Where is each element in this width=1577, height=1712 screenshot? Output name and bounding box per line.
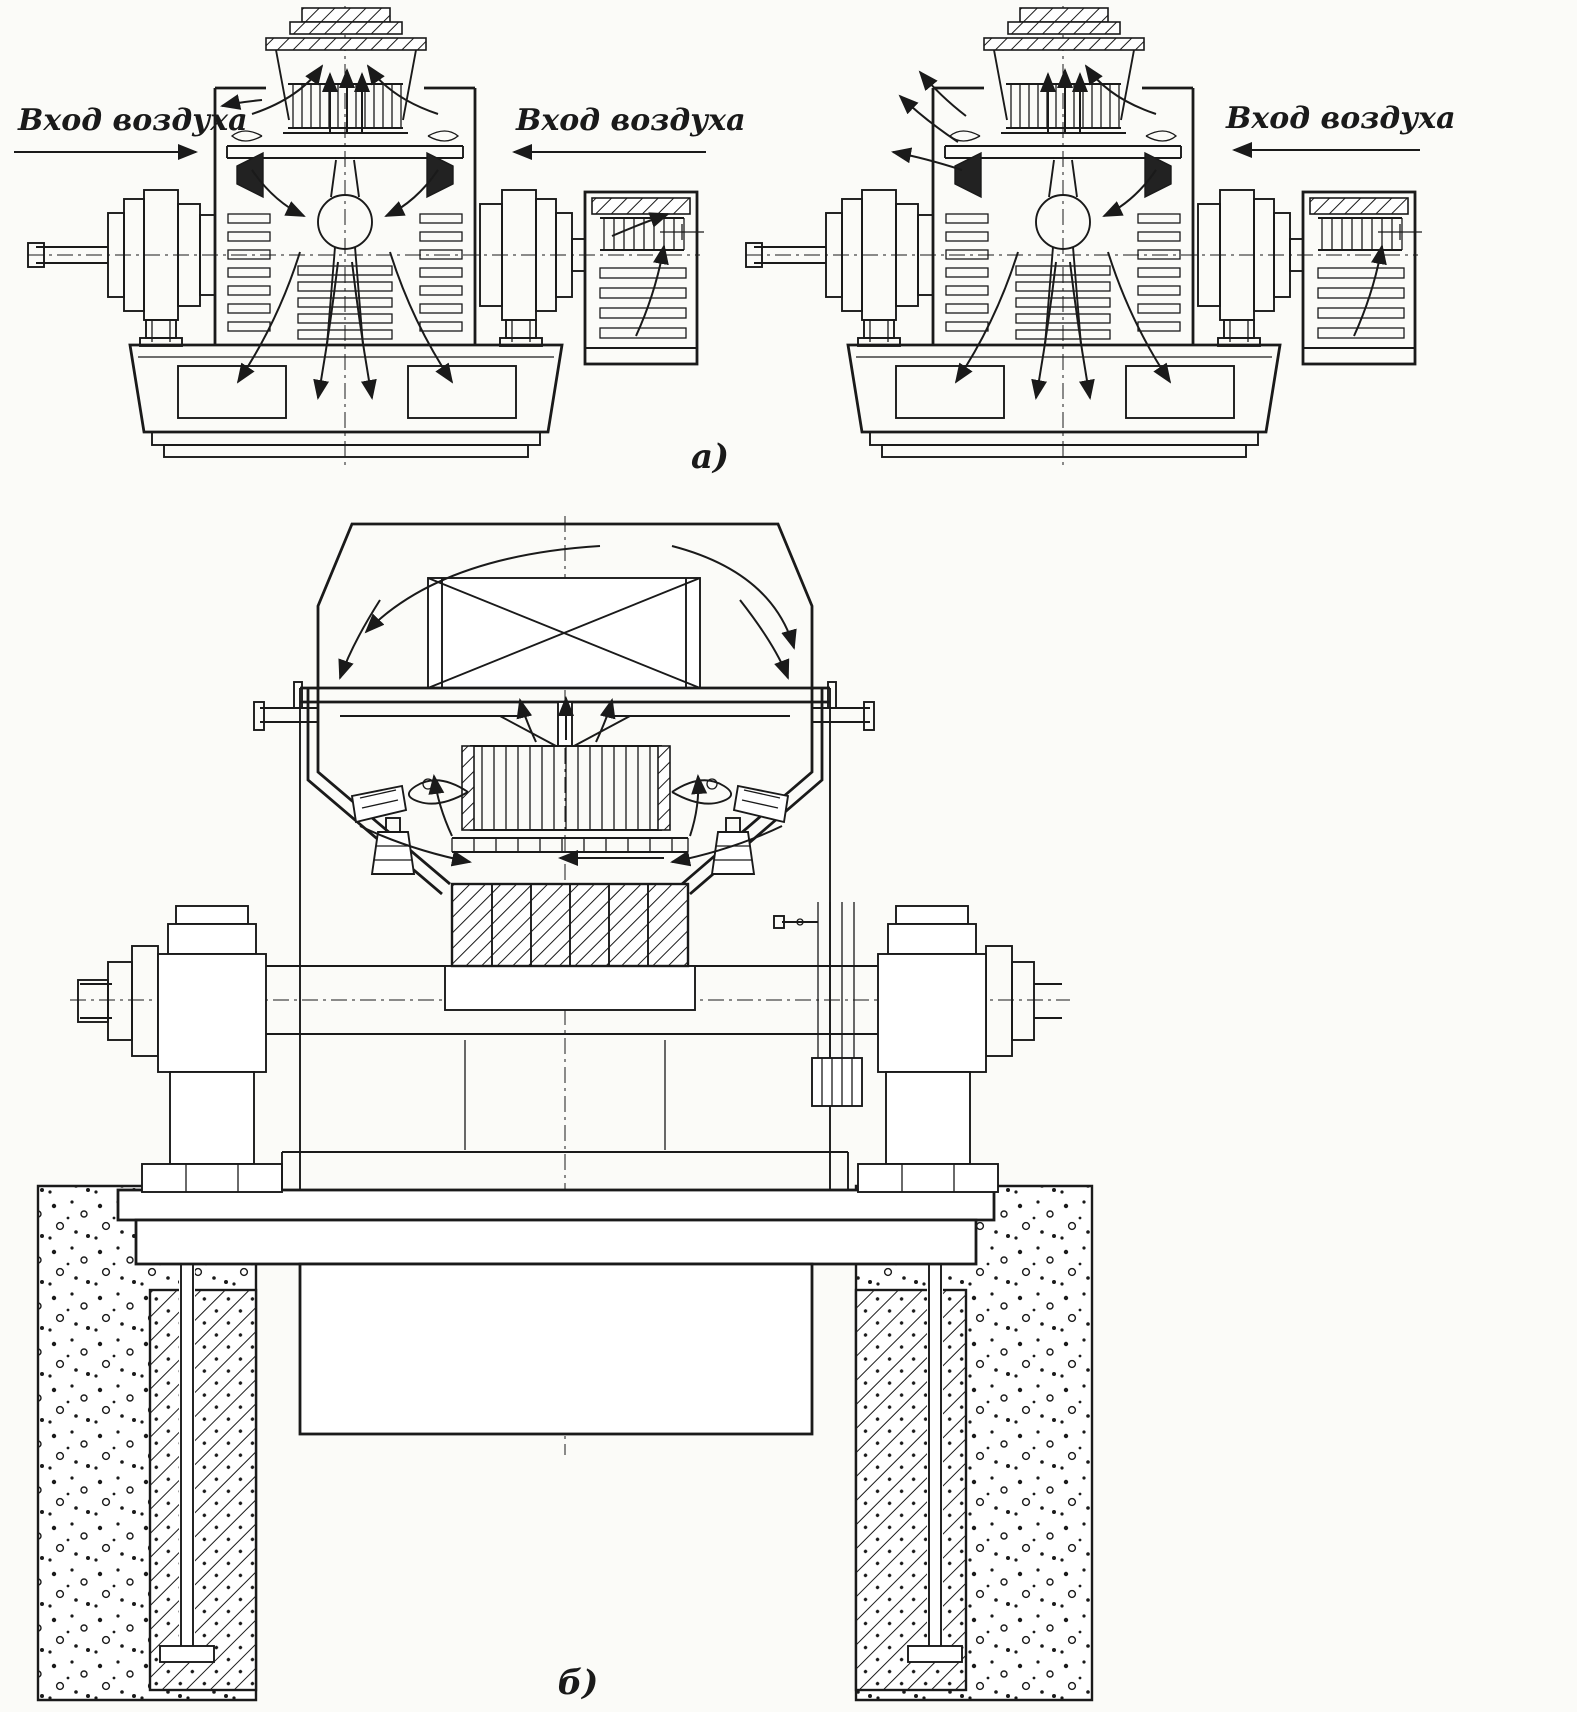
bearing-pedestal-left	[141, 905, 283, 1193]
air-inlet-label-a-right: Вход воздуха	[515, 103, 746, 138]
anchor-bolt-right	[907, 1264, 963, 1663]
bearing-pedestal-right	[857, 905, 999, 1193]
panel-a-caption: а)	[691, 437, 729, 477]
air-inlet-label-a2-right: Вход воздуха	[1225, 101, 1456, 136]
panel-b-caption: б)	[558, 1663, 599, 1703]
machine-b-body	[253, 522, 875, 1191]
machine-a-right-body	[744, 4, 1424, 472]
machine-a-right-airflow-arrows	[891, 64, 1387, 400]
panel-a: Вход воздуха Вход воздуха Вход воздуха а…	[14, 4, 1456, 477]
foundation-right	[854, 1184, 1094, 1702]
foundation-left	[36, 1184, 258, 1702]
air-inlet-label-a-left: Вход воздуха	[17, 103, 248, 138]
bedplate	[116, 1188, 996, 1436]
panel-b: б)	[36, 516, 1094, 1703]
machine-a-left-body	[26, 4, 706, 472]
anchor-bolt-left	[159, 1264, 215, 1663]
machine-b-airflow-arrows	[338, 545, 797, 867]
machine-a-left-airflow-arrows	[220, 64, 670, 400]
